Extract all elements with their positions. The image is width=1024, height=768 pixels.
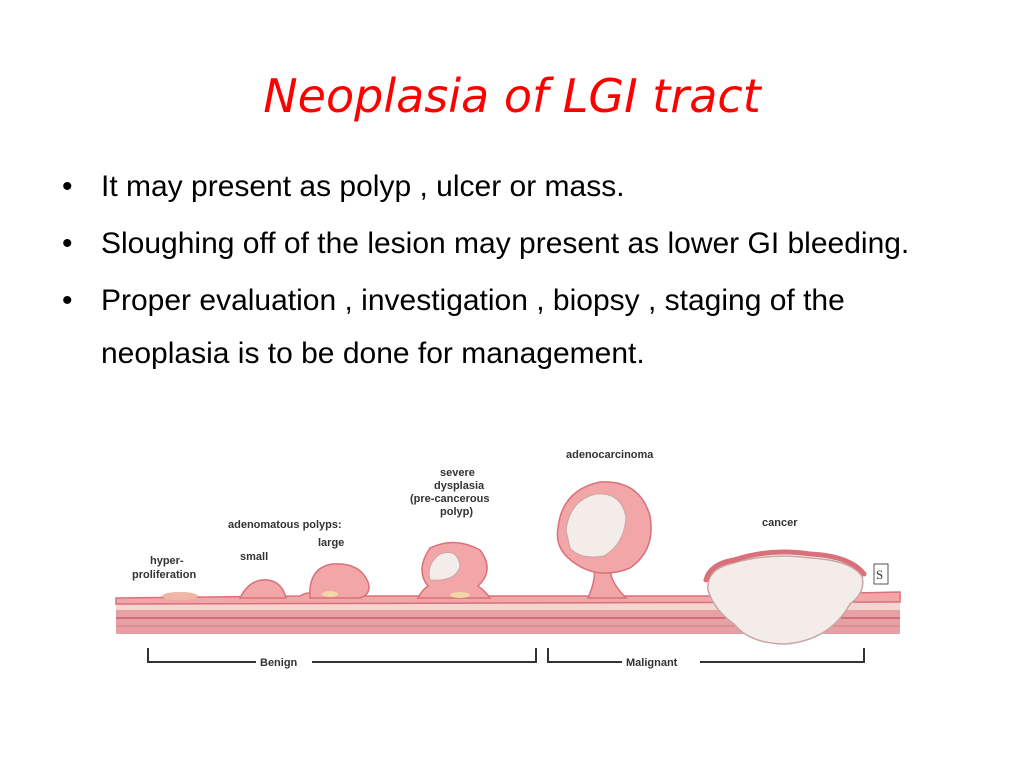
label-severe-1: severe <box>440 467 475 479</box>
hyperproliferation-bump <box>162 592 198 600</box>
label-adenocarcinoma: adenocarcinoma <box>566 449 654 461</box>
label-severe-4: polyp) <box>440 506 473 518</box>
polyp-progression-diagram: S hyper- proliferation adenomatous polyp… <box>110 440 910 680</box>
publisher-logo-mark: S <box>876 567 883 582</box>
large-polyp <box>310 564 369 598</box>
label-severe-3: (pre-cancerous <box>410 493 489 505</box>
malignant-bracket <box>548 648 864 662</box>
bullet-list: It may present as polyp , ulcer or mass.… <box>62 160 962 384</box>
label-hyperproliferation-1: hyper- <box>150 555 184 567</box>
label-malignant: Malignant <box>626 657 678 669</box>
polyp-stalk-fleck <box>322 591 338 597</box>
polyp-base-fleck <box>450 592 470 598</box>
label-severe-2: dysplasia <box>434 480 485 492</box>
label-large: large <box>318 537 344 549</box>
benign-bracket <box>148 648 536 662</box>
small-polyp <box>240 580 286 598</box>
label-hyperproliferation-2: proliferation <box>132 569 196 581</box>
label-small: small <box>240 551 268 563</box>
bullet-item: Proper evaluation , investigation , biop… <box>62 274 962 380</box>
slide-title: Neoplasia of LGI tract <box>0 66 1024 126</box>
label-adenomatous-polyps: adenomatous polyps: <box>228 519 342 531</box>
label-cancer: cancer <box>762 517 798 529</box>
bullet-item: It may present as polyp , ulcer or mass. <box>62 160 962 213</box>
bullet-item: Sloughing off of the lesion may present … <box>62 217 962 270</box>
label-benign: Benign <box>260 657 298 669</box>
